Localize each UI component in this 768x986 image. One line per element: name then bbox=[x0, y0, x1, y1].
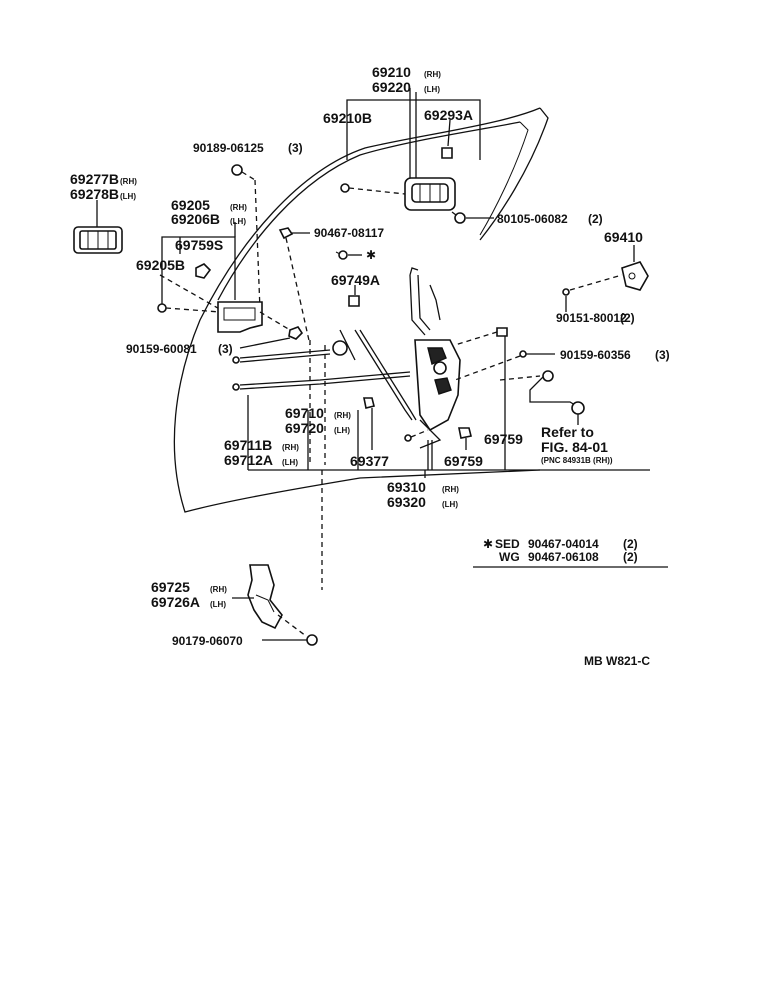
label-69277B-rh: (RH) bbox=[120, 177, 137, 186]
star-clip bbox=[335, 250, 362, 260]
label-69711B: 69711B bbox=[224, 437, 272, 453]
legend-sed-part: 90467-04014 bbox=[528, 537, 599, 551]
label-pnc: (PNC 84931B (RH)) bbox=[541, 456, 613, 465]
inside-handle-bezel bbox=[73, 200, 123, 254]
legend-sed: SED bbox=[495, 537, 520, 551]
clip-69749A bbox=[348, 285, 360, 307]
label-69206B-lh: (LH) bbox=[230, 217, 246, 226]
label-star-clip: ✱ bbox=[366, 248, 376, 262]
screw-90189 bbox=[231, 164, 261, 311]
label-69310-rh: (RH) bbox=[442, 485, 459, 494]
cable-ref bbox=[499, 370, 585, 425]
label-80105: 80105-06082 bbox=[497, 212, 568, 226]
label-69210: 69210 bbox=[372, 64, 411, 80]
diagram-code: MB W821-C bbox=[584, 654, 650, 668]
legend-star: ✱ bbox=[483, 537, 493, 551]
label-90179: 90179-06070 bbox=[172, 634, 243, 648]
label-69278B-lh: (LH) bbox=[120, 192, 136, 201]
label-90151-qty: (2) bbox=[620, 311, 635, 325]
label-90159-60356: 90159-60356 bbox=[560, 348, 631, 362]
label-69712A: 69712A bbox=[224, 452, 273, 468]
label-refer-to: Refer to bbox=[541, 424, 594, 440]
label-69410: 69410 bbox=[604, 229, 643, 245]
label-69377: 69377 bbox=[350, 453, 389, 469]
label-69720: 69720 bbox=[285, 420, 324, 436]
lock-rods bbox=[232, 329, 417, 465]
label-90467-08117: 90467-08117 bbox=[314, 226, 384, 240]
label-69205-rh: (RH) bbox=[230, 203, 247, 212]
label-fig: FIG. 84-01 bbox=[541, 439, 608, 455]
label-69712A-lh: (LH) bbox=[282, 458, 298, 467]
bracket-69210 bbox=[346, 88, 481, 180]
label-69759-a: 69759 bbox=[484, 431, 523, 447]
label-69310: 69310 bbox=[387, 479, 426, 495]
label-69206B: 69206B bbox=[171, 211, 220, 227]
label-69278B: 69278B bbox=[70, 186, 119, 202]
screw-90159-60081 bbox=[239, 311, 304, 349]
label-90159-60081-qty: (3) bbox=[218, 342, 233, 356]
label-69277B: 69277B bbox=[70, 171, 119, 187]
label-90151: 90151-80012 bbox=[556, 311, 627, 325]
label-69726A: 69726A bbox=[151, 594, 200, 610]
screw-80105 bbox=[451, 211, 494, 224]
clips-69759 bbox=[363, 327, 508, 470]
striker-69410 bbox=[562, 245, 649, 312]
legend-sed-qty: (2) bbox=[623, 537, 638, 551]
label-69711B-rh: (RH) bbox=[282, 443, 299, 452]
label-69205: 69205 bbox=[171, 197, 210, 213]
label-69725-rh: (RH) bbox=[210, 585, 227, 594]
label-69293A: 69293A bbox=[424, 107, 473, 123]
label-90189: 90189-06125 bbox=[193, 141, 264, 155]
legend-wg: WG bbox=[499, 550, 520, 564]
label-brackets bbox=[247, 395, 650, 590]
bracket-69205 bbox=[157, 222, 236, 316]
label-69710: 69710 bbox=[285, 405, 324, 421]
label-80105-qty: (2) bbox=[588, 212, 603, 226]
label-69320-lh: (LH) bbox=[442, 500, 458, 509]
label-69320: 69320 bbox=[387, 494, 426, 510]
bracket-69725 bbox=[232, 564, 318, 646]
legend-wg-qty: (2) bbox=[623, 550, 638, 564]
label-69220-lh: (LH) bbox=[424, 85, 440, 94]
label-90159-60081: 90159-60081 bbox=[126, 342, 197, 356]
inside-handle bbox=[217, 301, 263, 333]
label-69759S: 69759S bbox=[175, 237, 223, 253]
label-69210B: 69210B bbox=[323, 110, 372, 126]
clip-69293A bbox=[441, 119, 453, 159]
label-90159-60356-qty: (3) bbox=[655, 348, 670, 362]
label-69205B: 69205B bbox=[136, 257, 185, 273]
label-69720-lh: (LH) bbox=[334, 426, 350, 435]
screw-90159-60356 bbox=[454, 350, 555, 381]
door-lock-assembly bbox=[409, 267, 461, 470]
label-69725: 69725 bbox=[151, 579, 190, 595]
label-69220: 69220 bbox=[372, 79, 411, 95]
label-69726A-lh: (LH) bbox=[210, 600, 226, 609]
label-69759-b: 69759 bbox=[444, 453, 483, 469]
label-69749A: 69749A bbox=[331, 272, 380, 288]
legend-wg-part: 90467-06108 bbox=[528, 550, 599, 564]
outside-handle bbox=[340, 177, 456, 211]
door-outline bbox=[173, 107, 549, 513]
label-69710-rh: (RH) bbox=[334, 411, 351, 420]
label-69210-rh: (RH) bbox=[424, 70, 441, 79]
label-90189-qty: (3) bbox=[288, 141, 303, 155]
clip-90467-08117 bbox=[278, 227, 311, 346]
